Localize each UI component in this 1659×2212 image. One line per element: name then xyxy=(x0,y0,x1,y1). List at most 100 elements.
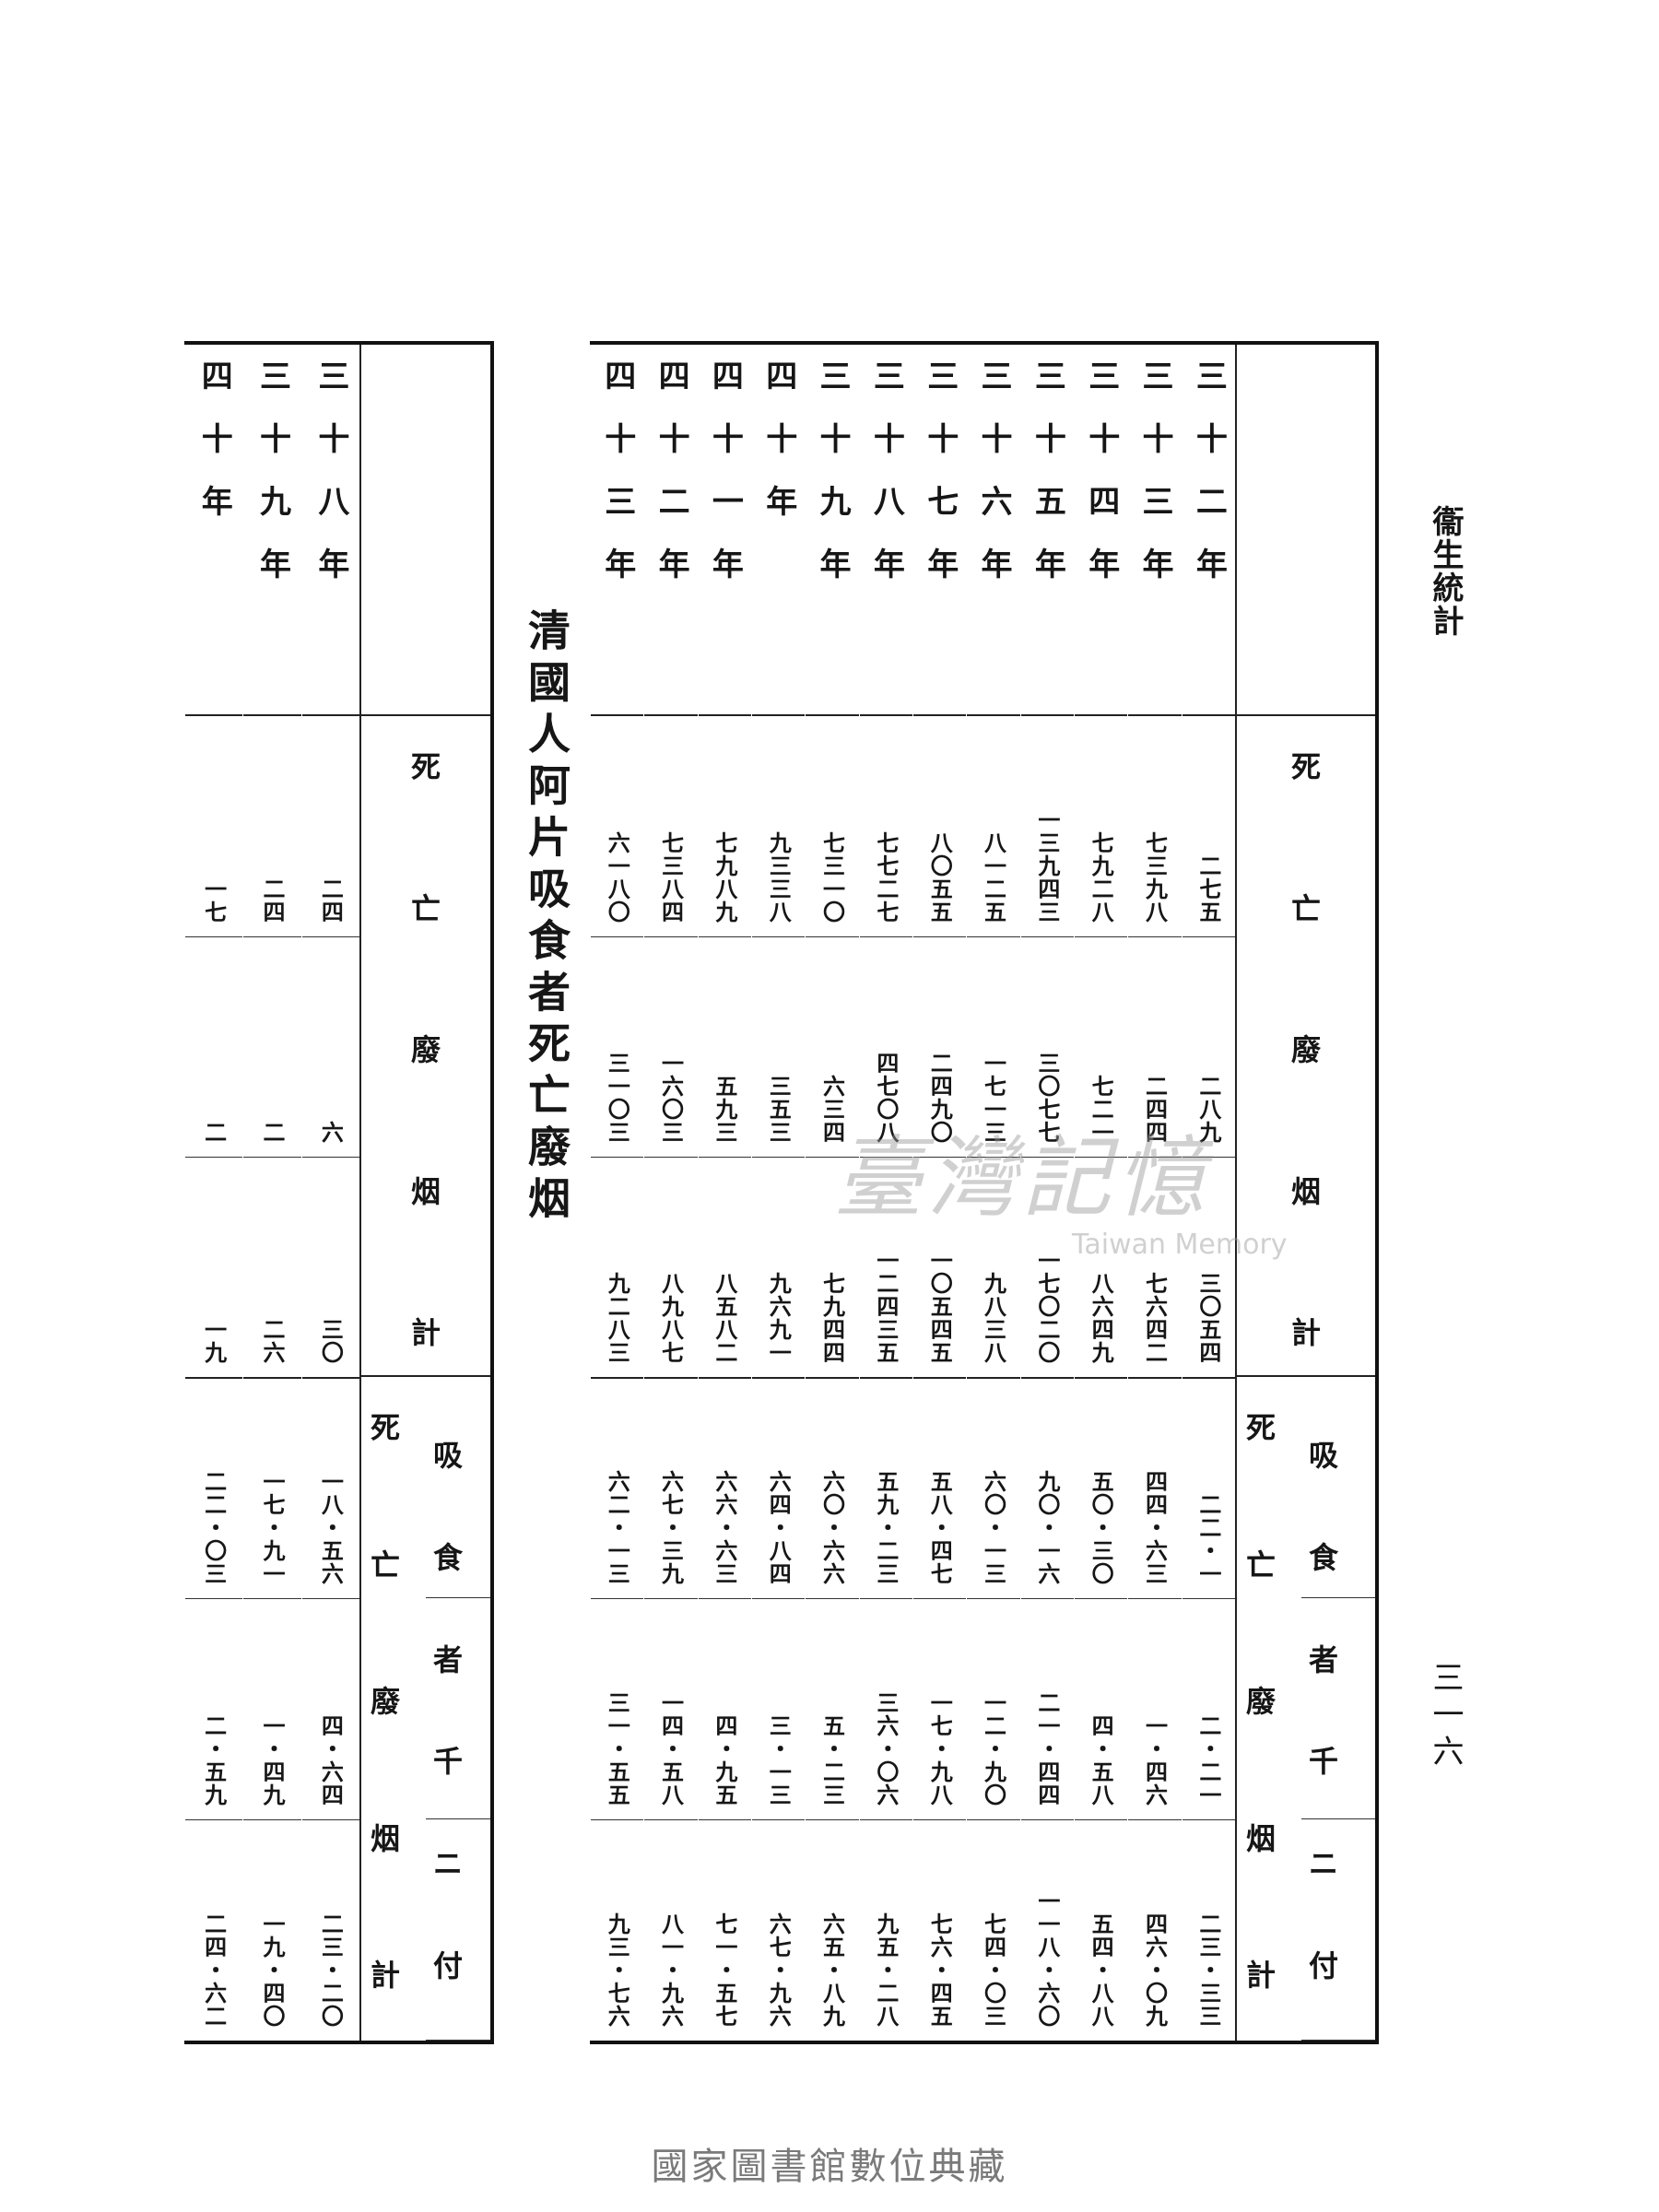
cell-value: 二・五九 xyxy=(200,1713,228,1806)
cell-death: 一七 xyxy=(185,716,243,937)
cell-value: 二七五 xyxy=(1194,853,1222,924)
cell-total-pt: 八一・九六 xyxy=(644,1820,697,2041)
cell-value: 二四 xyxy=(317,877,345,924)
header-char: 千 xyxy=(433,1744,464,1780)
cell-total: 三〇五四 xyxy=(1182,1158,1235,1379)
year-column: 四十二年七三八四一六〇三八九八七六七・三九一四・五八八一・九六 xyxy=(643,345,698,2041)
header-char: 死 xyxy=(1246,1410,1277,1445)
cell-total: 三〇 xyxy=(301,1158,359,1379)
header-corner xyxy=(1237,345,1375,717)
header-char: 死 xyxy=(371,1410,401,1445)
cell-total-pt: 七四・〇三 xyxy=(967,1820,1019,2041)
cell-value: 四七〇八 xyxy=(872,1052,900,1145)
cell-value: 五・二三 xyxy=(818,1713,846,1806)
cell-value: 二二・一 xyxy=(1194,1493,1222,1586)
year-label: 三十七年 xyxy=(913,345,967,717)
cell-value: 八六四九 xyxy=(1088,1271,1115,1364)
cell-value: 五八・四七 xyxy=(926,1470,954,1586)
year-column: 三十九年二四二二六一七・九一一・四九一九・四〇 xyxy=(242,345,301,2041)
cell-value: 一六〇三 xyxy=(657,1052,685,1145)
cell-value: 三〇七七 xyxy=(1033,1052,1061,1145)
cell-value: 六〇・一三 xyxy=(980,1470,1007,1586)
cell-quit: 一六〇三 xyxy=(644,937,698,1159)
cell-value: 二二・〇三 xyxy=(200,1470,228,1586)
header-char: ニ xyxy=(1309,1846,1339,1882)
cell-value: 六三四 xyxy=(818,1075,846,1145)
cell-value: 四・五八 xyxy=(1088,1713,1115,1806)
table-title: 清國人阿片吸食者死亡廢烟 xyxy=(522,608,571,1228)
year-column: 四十年九三三八三五三九六九一六四・八四三・一三六七・九六 xyxy=(751,345,806,2041)
cell-death-pt: 六七・三九 xyxy=(644,1379,698,1600)
cell-death-pt: 六六・六三 xyxy=(698,1379,752,1600)
header-char: 千 xyxy=(1309,1744,1339,1780)
cell-quit-pt: 二・五九 xyxy=(185,1599,243,1820)
header-char: 計 xyxy=(371,1958,401,1993)
year-column: 四十年一七二一九二二・〇三二・五九二四・六二 xyxy=(184,345,243,2041)
cell-total-pt: 五四・八八 xyxy=(1075,1820,1127,2041)
cell-value: 一九 xyxy=(200,1317,228,1364)
cell-value: 二 xyxy=(200,1121,228,1145)
header-char: 計 xyxy=(1290,1315,1322,1351)
header-char: 食 xyxy=(433,1539,464,1575)
cell-value: 七六・四五 xyxy=(926,1912,954,2028)
header-char: 亡 xyxy=(410,890,441,926)
header-char: 吸 xyxy=(1309,1438,1339,1473)
cell-value: 一七・九一 xyxy=(259,1470,286,1586)
cell-death: 七三一〇 xyxy=(806,716,859,937)
cell-quit-pt: 一二・九〇 xyxy=(967,1599,1020,1820)
cell-value: 九三三八 xyxy=(765,830,793,924)
cell-value: 八五八二 xyxy=(711,1271,738,1364)
year-label: 三十八年 xyxy=(301,345,359,717)
header-death-quit: 死亡廢烟計 xyxy=(1237,716,1375,1377)
year-column: 三十四年七九二八七二一八六四九五〇・三〇四・五八五四・八八 xyxy=(1074,345,1128,2041)
year-label: 四十年 xyxy=(185,345,243,717)
header-char: 付 xyxy=(1309,1947,1339,1983)
cell-death-pt: 一七・九一 xyxy=(243,1379,301,1600)
year-column: 三十九年七三一〇六三四七九四四六〇・六六五・二三六五・八九 xyxy=(805,345,859,2041)
cell-value: 六七・三九 xyxy=(657,1470,685,1586)
cell-value: 一七・九八 xyxy=(926,1690,954,1806)
cell-value: 七三九八 xyxy=(1141,830,1169,924)
cell-total: 七六四二 xyxy=(1128,1158,1182,1379)
year-label: 三十九年 xyxy=(806,345,859,717)
archive-footer: 國家圖書館數位典藏 xyxy=(651,2146,1008,2188)
cell-quit-pt: 三・一三 xyxy=(752,1599,806,1820)
header-char: 烟 xyxy=(410,1173,441,1209)
header-column: 死亡廢烟計 吸食者千ニ付 死亡廢烟計 xyxy=(1235,345,1375,2041)
label-death-quit-total: 死亡廢烟計 xyxy=(411,744,441,1352)
header-sub-total xyxy=(1301,1819,1375,2041)
cell-quit-pt: 四・九五 xyxy=(698,1599,752,1820)
cell-total: 八六四九 xyxy=(1075,1158,1128,1379)
cell-total: 九二八三 xyxy=(591,1158,644,1379)
cell-value: 二三・三三 xyxy=(1194,1912,1222,2028)
cell-value: 三〇五四 xyxy=(1194,1271,1222,1364)
cell-death-pt: 六四・八四 xyxy=(752,1379,806,1600)
cell-quit: 二八九 xyxy=(1182,937,1235,1159)
cell-death: 九三三八 xyxy=(752,716,806,937)
cell-quit: 六三四 xyxy=(806,937,859,1159)
cell-value: 一七〇二〇 xyxy=(1033,1248,1061,1364)
cell-death: 六一八〇 xyxy=(591,716,644,937)
cell-total: 九八三八 xyxy=(967,1158,1020,1379)
cell-total: 八九八七 xyxy=(644,1158,698,1379)
cell-total-pt: 二三・二〇 xyxy=(302,1820,359,2041)
cell-death-pt: 二二・〇三 xyxy=(185,1379,243,1600)
header-char: 烟 xyxy=(1290,1173,1322,1209)
cell-value: 二 xyxy=(259,1121,286,1145)
label-per-thousand-sub: 死亡廢烟計 xyxy=(1246,1405,1276,1994)
cell-value: 九五・二八 xyxy=(872,1912,900,2028)
cell-value: 一四・五八 xyxy=(657,1690,685,1806)
cell-value: 一七一三 xyxy=(980,1052,1007,1145)
cell-quit-pt: 五・二三 xyxy=(806,1599,859,1820)
cell-quit-pt: 一・四九 xyxy=(243,1599,301,1820)
cell-total-pt: 四六・〇九 xyxy=(1128,1820,1181,2041)
cell-quit: 七二一 xyxy=(1075,937,1128,1159)
header-death-quit: 死亡廢烟計 xyxy=(361,716,490,1377)
cell-value: 八一・九六 xyxy=(657,1912,685,2028)
cell-quit: 三〇七七 xyxy=(1020,937,1075,1159)
cell-value: 一三九四三 xyxy=(1033,807,1061,924)
cell-total: 八五八二 xyxy=(698,1158,752,1379)
header-per-thousand: 吸食者千ニ付 死亡廢烟計 xyxy=(361,1377,490,2041)
cell-total: 一七〇二〇 xyxy=(1020,1158,1075,1379)
